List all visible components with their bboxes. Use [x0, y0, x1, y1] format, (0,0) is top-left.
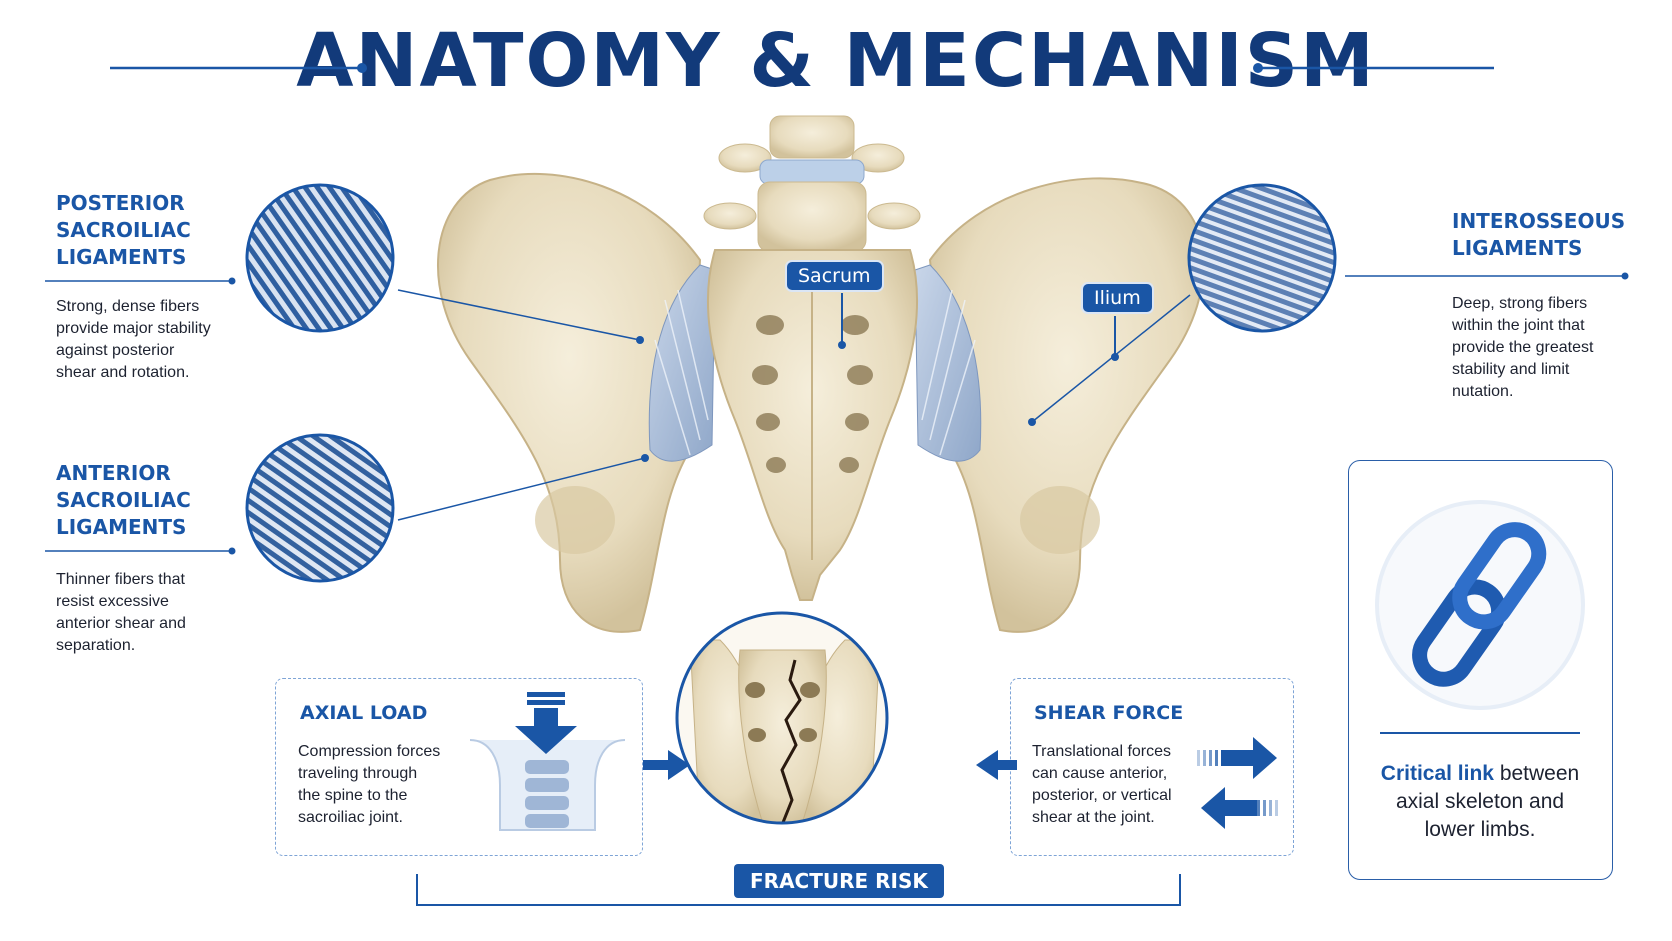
shear-force-icon — [1197, 737, 1278, 829]
anterior-ligaments-heading: ANTERIOR SACROILIAC LIGAMENTS — [56, 461, 191, 539]
shear-force-card — [1010, 678, 1294, 856]
sacrum-label: Sacrum — [785, 260, 884, 292]
anterior-ligaments-description: Thinner fibers that resist excessive ant… — [56, 571, 186, 654]
chain-link-icon — [1375, 500, 1585, 710]
posterior-ligaments-heading: POSTERIOR SACROILIAC LIGAMENTS — [56, 191, 191, 269]
posterior-ligaments-description: Strong, dense fibers provide major stabi… — [56, 298, 211, 381]
shear-force-description: Translational forces can cause anterior,… — [1032, 743, 1172, 826]
ilium-label: Ilium — [1081, 282, 1154, 314]
shear-force-heading: SHEAR FORCE — [1034, 702, 1184, 724]
interosseous-ligament-zoom — [1189, 185, 1335, 331]
interosseous-ligaments-heading: INTEROSSEOUS LIGAMENTS — [1452, 209, 1626, 260]
posterior-ligament-zoom — [247, 185, 393, 331]
fracture-risk-label: FRACTURE RISK — [734, 864, 944, 898]
anterior-ligament-zoom — [247, 435, 393, 581]
axial-load-icon — [469, 692, 626, 831]
page-title: ANATOMY & MECHANISM — [296, 18, 1376, 104]
axial-load-description: Compression forces traveling through the… — [298, 743, 441, 826]
card-divider — [1380, 732, 1580, 734]
interosseous-ligaments-description: Deep, strong fibers within the joint tha… — [1452, 295, 1594, 400]
critical-link-text: Critical link between axial skeleton and… — [1380, 762, 1580, 841]
axial-load-heading: AXIAL LOAD — [300, 702, 428, 724]
